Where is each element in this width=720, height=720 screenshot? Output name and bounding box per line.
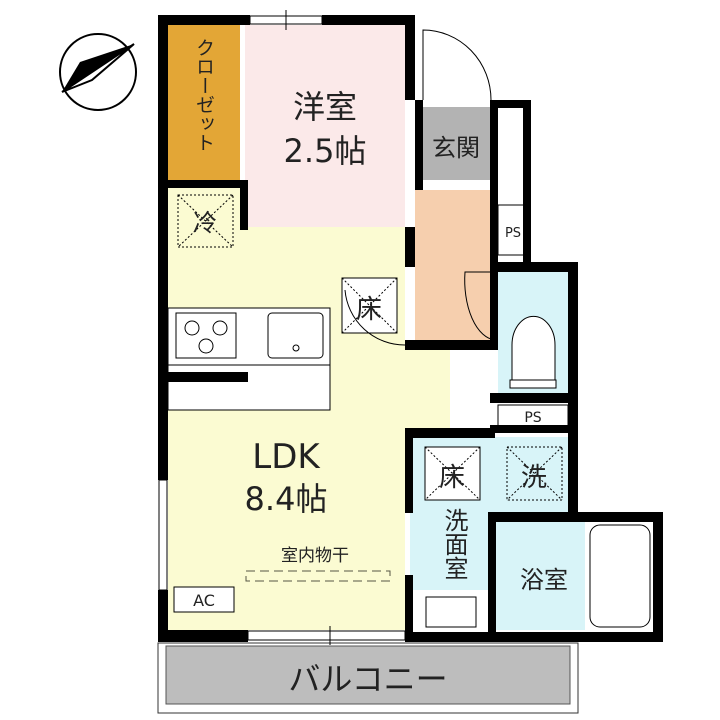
fridge-space: 冷 — [177, 194, 234, 248]
kitchen-counter — [167, 307, 331, 411]
floor-storage-1-label: 床 — [356, 295, 382, 325]
floor-storage-2: 床 — [424, 446, 481, 501]
floor-storage-2-label: 床 — [439, 463, 465, 493]
windows — [158, 10, 406, 645]
washroom-label: 洗面室 — [440, 508, 468, 580]
ldk-door-swing — [344, 289, 406, 346]
washer-label: 洗 — [521, 463, 547, 493]
hallway — [415, 190, 495, 345]
entry-door-swing — [422, 29, 492, 101]
entrance — [416, 107, 496, 180]
western-room-label: 洋室 — [293, 88, 357, 126]
ps-bottom-label: PS — [524, 410, 541, 426]
ac-box — [173, 586, 235, 613]
balcony-label: バルコニー — [288, 660, 447, 698]
fridge-label: 冷 — [193, 209, 217, 237]
floor-storage-1: 床 — [341, 277, 398, 334]
western-room — [245, 25, 405, 227]
balcony: バルコニー — [157, 642, 579, 714]
closet — [168, 25, 240, 180]
western-room-size: 2.5帖 — [284, 132, 367, 170]
bathtub-icon — [589, 524, 651, 628]
north-arrow-icon — [59, 33, 137, 111]
bathroom-label: 浴室 — [520, 566, 568, 594]
closet-label: クローゼット — [193, 38, 215, 152]
sink-icon — [267, 312, 324, 359]
walls — [158, 15, 663, 642]
indoor-drying-label: 室内物干 — [281, 546, 349, 566]
toilet-door-swing — [464, 271, 496, 341]
wash-basin-icon — [425, 596, 477, 628]
toilet-icon — [509, 315, 557, 389]
indoor-drying-rail — [245, 570, 391, 582]
ps-top-label: PS — [505, 226, 521, 241]
washer-space: 洗 — [506, 446, 563, 501]
bathroom — [497, 520, 585, 630]
ldk-size: 8.4帖 — [245, 480, 328, 518]
ldk-label: LDK — [252, 437, 321, 477]
ac-label: AC — [193, 591, 215, 610]
stove-icon — [175, 312, 237, 359]
entrance-label: 玄関 — [432, 134, 480, 162]
